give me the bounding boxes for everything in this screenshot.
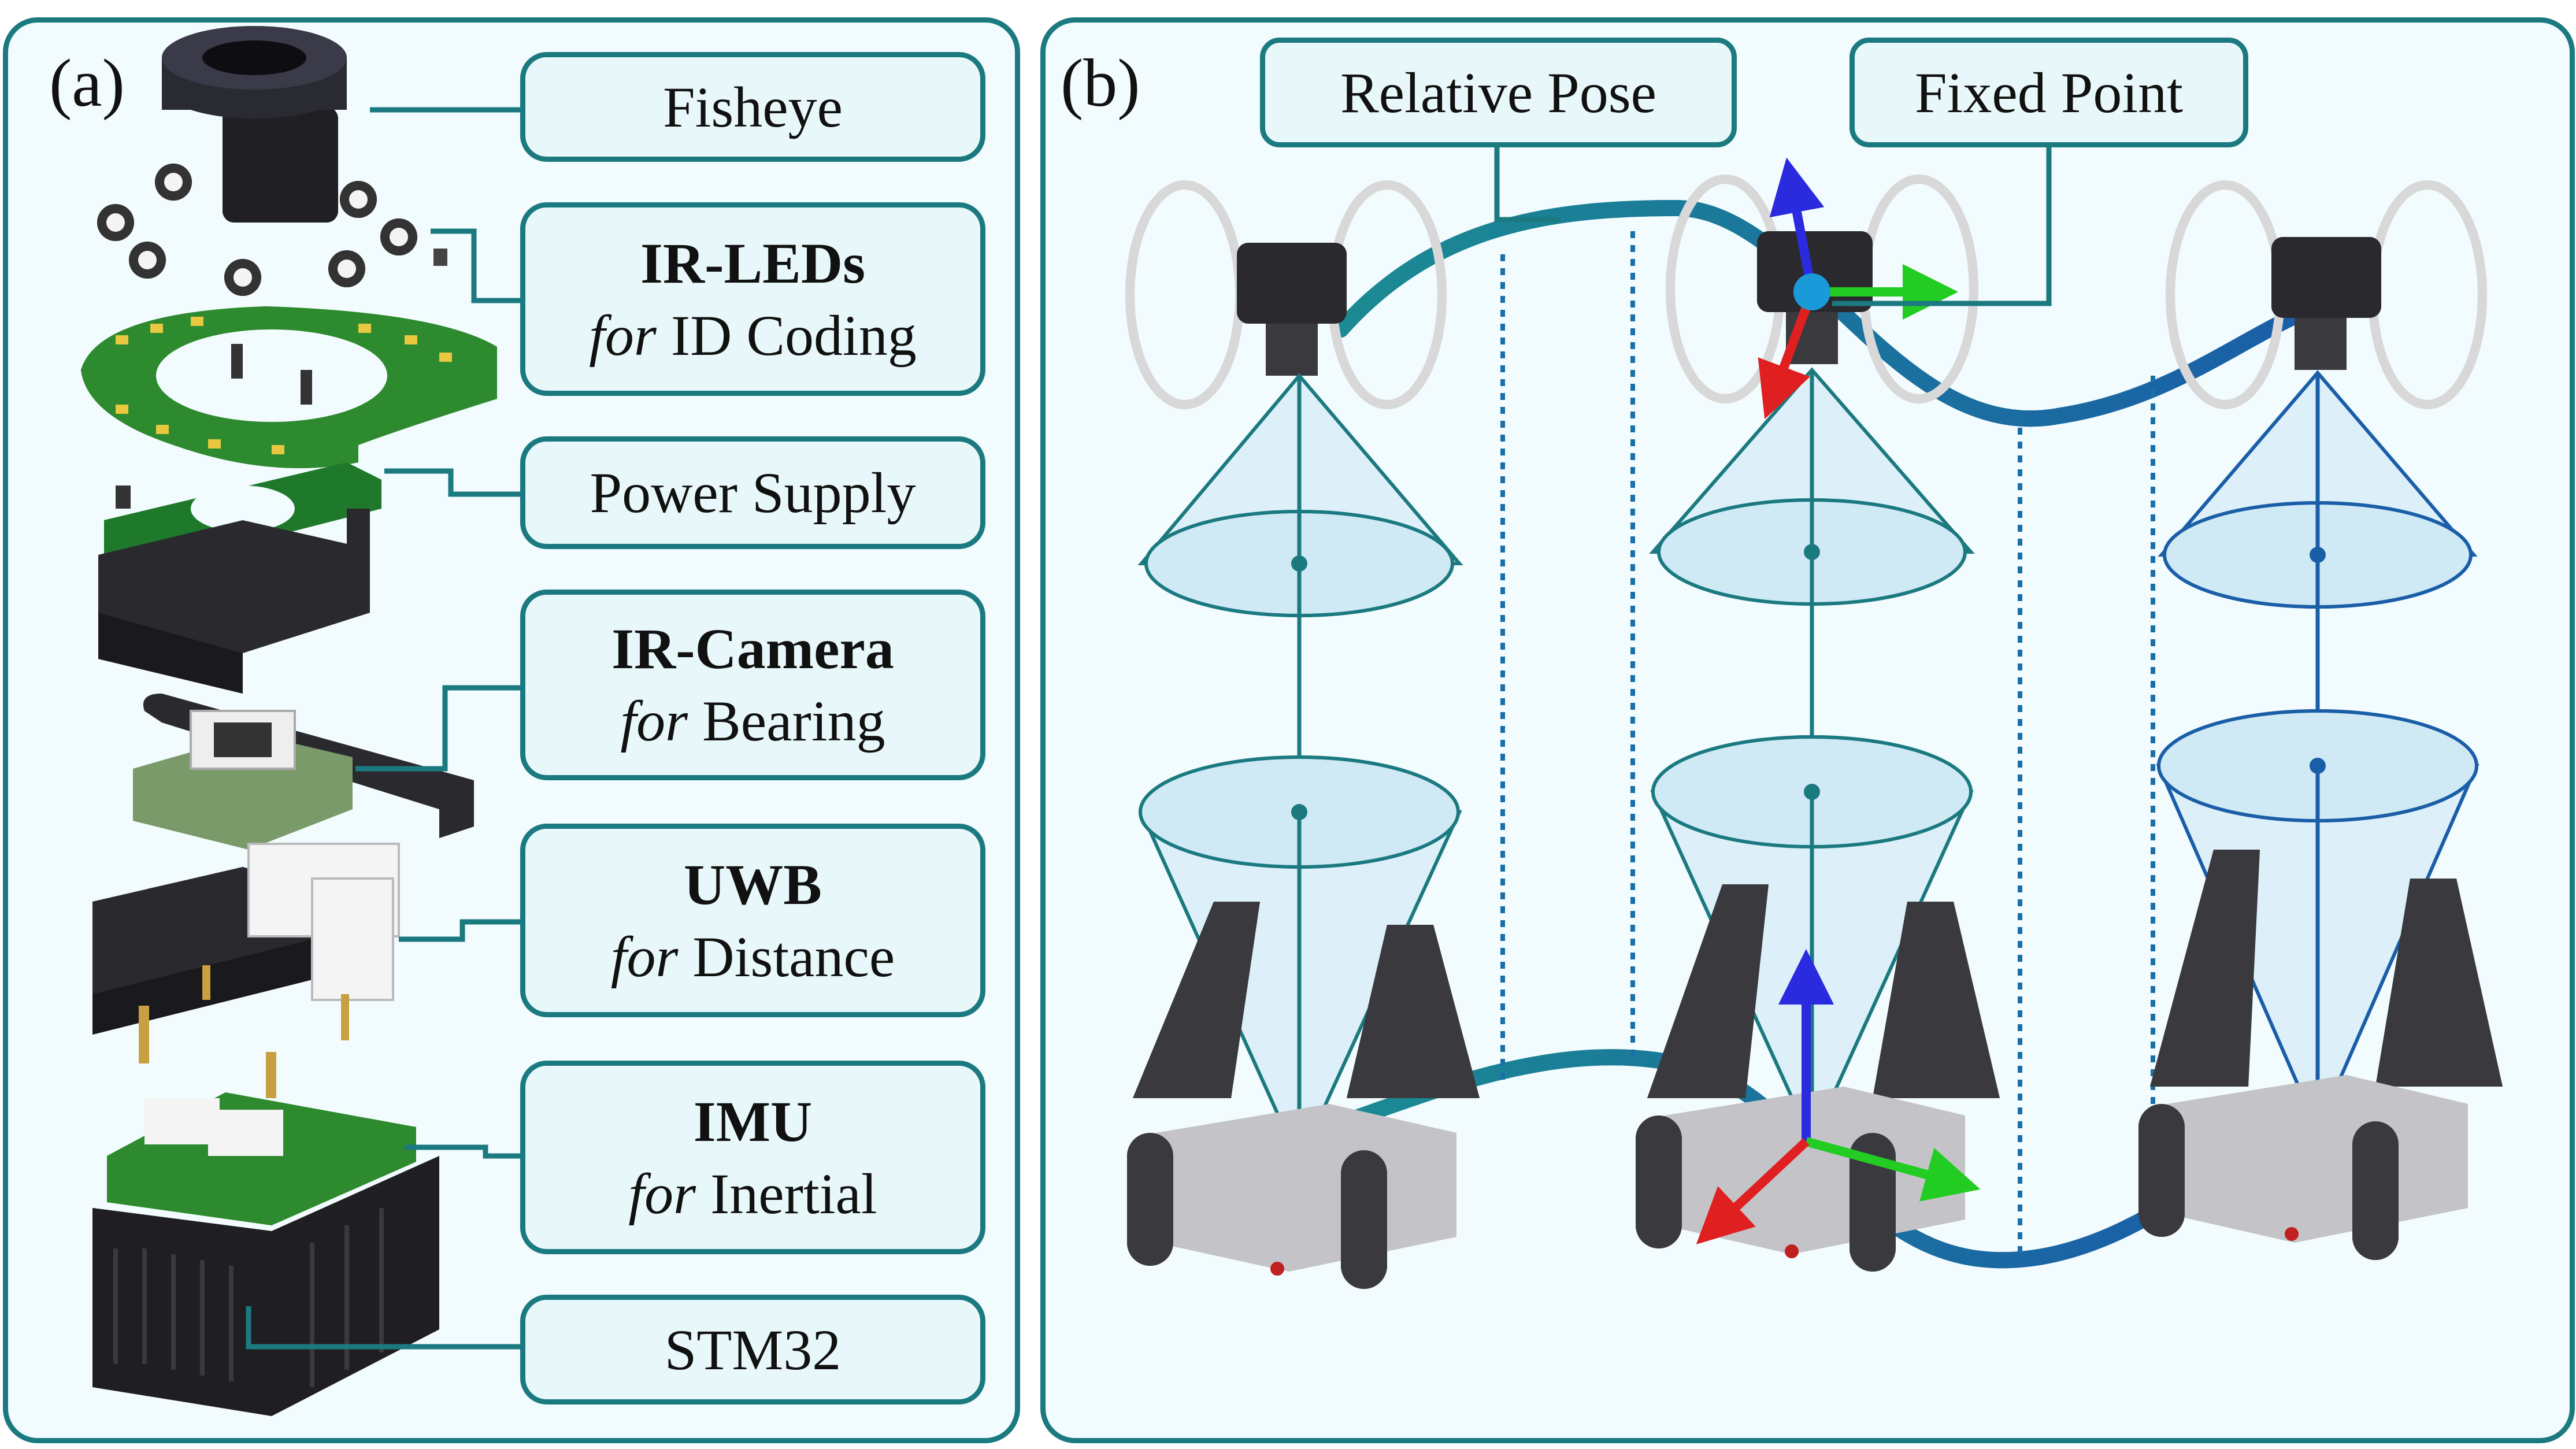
label-fisheye-title: Fisheye bbox=[662, 75, 843, 139]
ir-led-ring-part bbox=[97, 164, 447, 296]
label-relative-pose: Relative Pose bbox=[1260, 38, 1737, 147]
label-stm32: STM32 bbox=[520, 1295, 985, 1404]
label-imu-title: IMU bbox=[693, 1089, 813, 1154]
label-uwb-sub: for Distance bbox=[610, 924, 895, 989]
imu-board-part bbox=[107, 1092, 416, 1225]
panel-b-label: (b) bbox=[1061, 45, 1140, 121]
leader-lines bbox=[246, 107, 520, 1350]
uwb-part bbox=[92, 843, 400, 1040]
camera-housing-part bbox=[98, 509, 370, 694]
label-imu-sub: for Inertial bbox=[628, 1161, 877, 1226]
label-power-supply-title: Power Supply bbox=[590, 461, 916, 525]
label-uwb-title: UWB bbox=[684, 852, 822, 917]
label-fisheye: Fisheye bbox=[520, 52, 985, 162]
agent-column-3 bbox=[2138, 180, 2503, 1260]
dashed-guides bbox=[1500, 231, 2155, 1260]
rover-coordinate-frame bbox=[1696, 949, 1981, 1244]
exploded-module-illustration bbox=[81, 26, 497, 1416]
label-stm32-title: STM32 bbox=[664, 1317, 842, 1382]
label-imu: IMU for Inertial bbox=[520, 1061, 985, 1254]
label-uwb: UWB for Distance bbox=[520, 824, 985, 1017]
agent-column-2 bbox=[1636, 175, 2000, 1272]
agent-column-1 bbox=[1125, 180, 1480, 1289]
label-ir-leds: IR-LEDs for ID Coding bbox=[520, 202, 985, 396]
led-pcb-part bbox=[81, 306, 497, 468]
panel-b-leaders bbox=[1494, 147, 2052, 306]
standoff-part bbox=[139, 1006, 276, 1098]
label-power-supply: Power Supply bbox=[520, 436, 985, 549]
label-ir-leds-sub: for ID Coding bbox=[589, 303, 917, 368]
ir-camera-part bbox=[133, 694, 474, 850]
fisheye-lens-part bbox=[162, 26, 347, 223]
label-ir-camera-title: IR-Camera bbox=[611, 617, 894, 681]
label-ir-leds-title: IR-LEDs bbox=[640, 231, 865, 295]
drone-coordinate-frame bbox=[1758, 157, 1958, 419]
label-fixed-point: Fixed Point bbox=[1849, 38, 2248, 147]
stm32-base-part bbox=[92, 1156, 439, 1416]
label-ir-camera-sub: for Bearing bbox=[620, 689, 885, 753]
panel-a-label: (a) bbox=[49, 45, 125, 121]
label-ir-camera: IR-Camera for Bearing bbox=[520, 590, 985, 780]
